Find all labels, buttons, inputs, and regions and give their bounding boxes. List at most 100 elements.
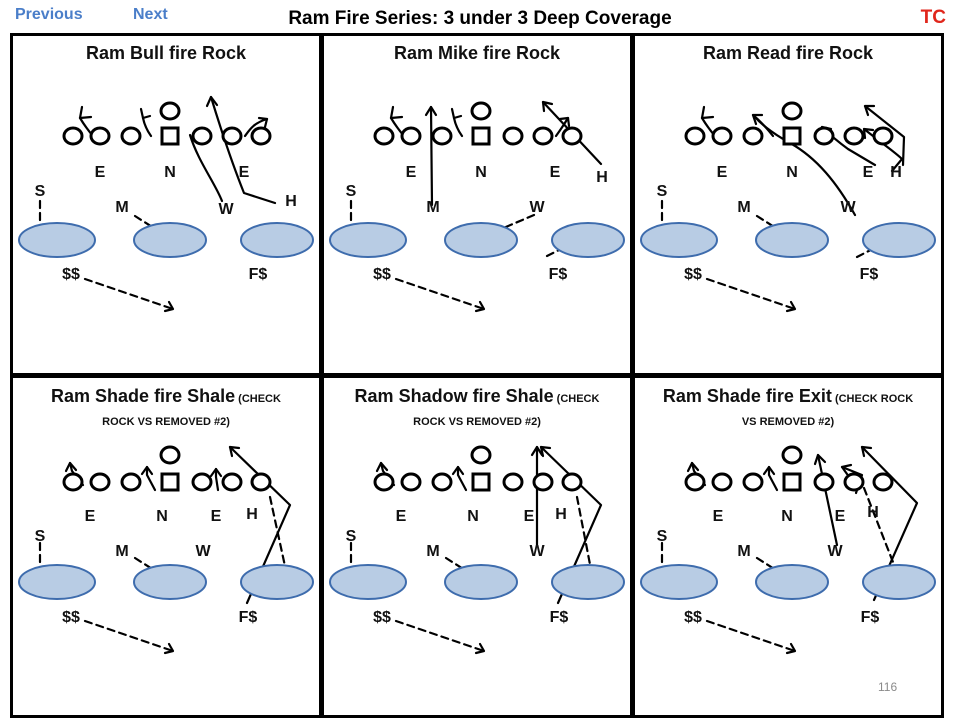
arrowhead [140, 465, 154, 476]
page-number: 116 [878, 680, 898, 694]
defender-free-safety: F$ [549, 266, 568, 283]
quarterback [470, 445, 492, 465]
play-diagram-mike-fire-rock: Ram Mike fire Rock E N E H S M W $$ F$ [321, 33, 633, 376]
defender-free-safety: F$ [550, 609, 569, 626]
play-subtitle: ROCK VS REMOVED #2) [102, 416, 230, 428]
route-line [141, 116, 153, 138]
offense-lineman [813, 126, 835, 146]
quarterback [159, 445, 181, 465]
route-line [456, 465, 468, 492]
defender-w: W [840, 199, 856, 216]
offense-lineman [872, 472, 894, 492]
play-title: Ram Shade fire Shale (CHECK [51, 386, 281, 406]
defender-free-safety: F$ [249, 266, 268, 283]
deep-zone-left [18, 564, 96, 600]
center-square [160, 472, 180, 492]
route-line [862, 486, 902, 582]
defender-e-left: E [85, 508, 96, 525]
route-line [214, 467, 220, 492]
defender-e-left: E [713, 508, 724, 525]
route-line [705, 277, 797, 311]
deep-zone-middle [444, 564, 518, 600]
offense-lineman [561, 472, 583, 492]
next-link[interactable]: Next [133, 6, 168, 23]
play-diagram-shade-fire-shale: Ram Shade fire Shale (CHECK ROCK VS REMO… [10, 375, 322, 718]
route-line [429, 105, 434, 207]
offense-lineman [843, 472, 865, 492]
defender-strong-safety: $$ [373, 609, 391, 626]
defender-h: H [867, 504, 879, 521]
deep-zone-middle [755, 564, 829, 600]
offense-lineman [400, 472, 422, 492]
defender-n: N [475, 164, 487, 181]
defender-strong-safety: $$ [684, 266, 702, 283]
defender-h: H [285, 193, 297, 210]
panel-border [10, 33, 322, 376]
defender-h: H [246, 506, 258, 523]
panel-border [321, 33, 633, 376]
arrowhead [785, 642, 797, 655]
route-line [862, 127, 904, 173]
route-line [394, 619, 486, 653]
arrowhead [840, 463, 853, 476]
route-line [188, 133, 224, 203]
quarterback [781, 101, 803, 121]
panel-border [10, 375, 322, 718]
route-line [575, 495, 595, 582]
deep-zone-right [862, 564, 936, 600]
defender-n: N [164, 164, 176, 181]
defender-e-right: E [835, 508, 846, 525]
quarterback [781, 445, 803, 465]
deep-zone-middle [133, 564, 207, 600]
arrowhead [700, 105, 715, 120]
deep-zone-left [640, 564, 718, 600]
route-line [767, 465, 779, 492]
route-line [145, 465, 157, 492]
offense-lineman [373, 472, 395, 492]
quarterback [470, 101, 492, 121]
arrowhead [860, 445, 873, 458]
arrowhead [257, 116, 269, 129]
defender-m: M [115, 543, 128, 560]
panel-border [321, 375, 633, 718]
arrowhead [389, 105, 404, 120]
arrowhead [375, 461, 389, 473]
defender-e-right: E [211, 508, 222, 525]
offense-lineman [221, 472, 243, 492]
offense-lineman [431, 126, 453, 146]
previous-link[interactable]: Previous [15, 6, 83, 23]
route-line [816, 453, 839, 547]
defender-strong-safety: $$ [62, 609, 80, 626]
center-square [782, 126, 802, 146]
defender-e-right: E [524, 508, 535, 525]
defender-m: M [737, 543, 750, 560]
arrowhead [558, 116, 571, 128]
offense-lineman [684, 126, 706, 146]
offense-lineman [742, 126, 764, 146]
arrowhead [163, 642, 175, 655]
tc-link[interactable]: TC [920, 7, 946, 28]
offense-lineman [62, 126, 84, 146]
arrowhead [813, 453, 827, 466]
offense-lineman [532, 126, 554, 146]
offense-lineman [742, 472, 764, 492]
offense-lineman [373, 126, 395, 146]
defender-w: W [195, 543, 211, 560]
play-diagram-shade-fire-exit: Ram Shade fire Exit (CHECK ROCK VS REMOV… [632, 375, 944, 718]
defender-n: N [467, 508, 479, 525]
defender-s: S [657, 183, 668, 200]
deep-zone-left [329, 222, 407, 258]
route-line [83, 277, 175, 311]
panel-border [632, 33, 944, 376]
play-subtitle: ROCK VS REMOVED #2) [413, 416, 541, 428]
deep-zone-left [640, 222, 718, 258]
offense-lineman [250, 126, 272, 146]
deep-zone-right [240, 222, 314, 258]
offense-lineman [684, 472, 706, 492]
defender-n: N [156, 508, 168, 525]
quarterback [159, 101, 181, 121]
offense-lineman [62, 472, 84, 492]
arrowhead [751, 113, 764, 126]
arrowhead [785, 300, 797, 313]
defender-s: S [346, 528, 357, 545]
